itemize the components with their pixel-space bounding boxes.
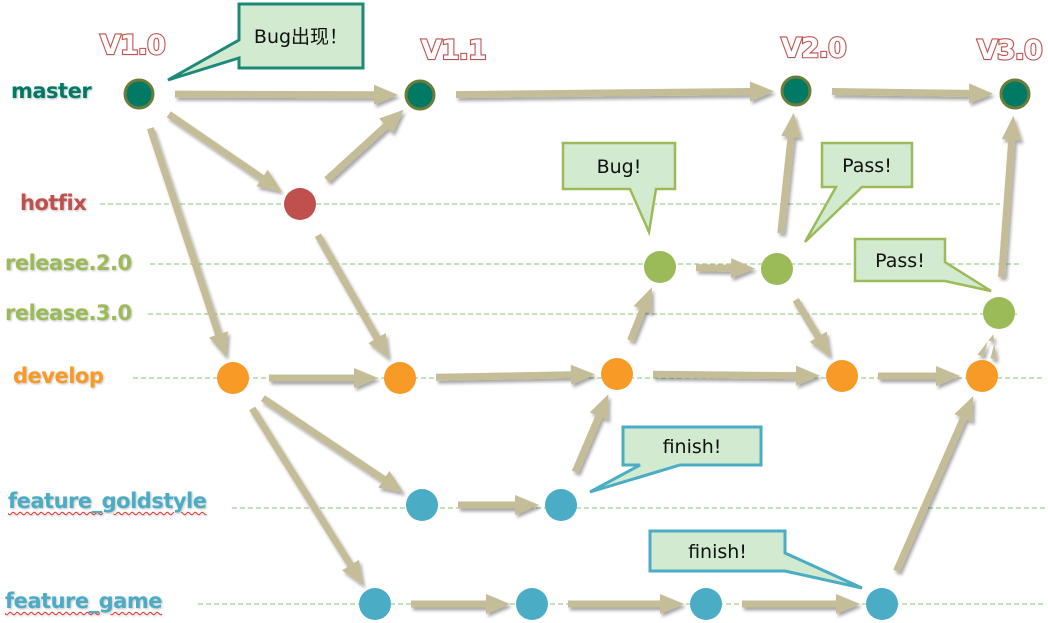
edge-arrow-f1-f2 [411,594,510,614]
edge-arrow-h1-m2 [324,109,404,183]
branch-label-hotfix: hotfix [20,191,87,215]
edge-arrow-m3-m4 [831,83,993,104]
edge-arrow-d1-g1 [260,395,404,493]
edge-arrow-r2b-m3 [777,112,802,234]
commit-node-f4 [866,588,898,620]
callout-bubble [803,141,914,243]
edge-arrow-r3a-m4 [998,115,1022,278]
commit-node-r2a [644,251,676,283]
commit-node-h1 [284,188,316,220]
edge-arrow-r2a-r2b [695,258,755,279]
edge-arrow-h1-d2 [314,233,389,359]
edge-arrow-m1-d1 [147,127,228,358]
edge-arrow-d3-r2a [627,287,653,342]
callout-text: Bug出现！ [254,26,348,48]
callout-bubble [648,529,863,590]
callout-text: finish! [688,541,747,563]
callout-bubble [167,2,365,82]
branch-label-feature-goldstyle: feature_goldstyle [8,489,207,513]
callout-bubble [589,425,763,494]
edge-arrow-d3-d4 [653,365,820,386]
commit-node-d2 [384,362,416,394]
edge-arrow-g2-d3 [571,394,609,474]
branch-label-master: master [11,79,92,103]
callout-pass-2: Pass! [803,141,914,243]
commit-node-g1 [406,489,438,521]
edge-arrow-m1-m2 [175,84,398,105]
callout-finish-goldstyle: finish! [589,425,763,494]
callout-pass-3: Pass! [853,237,992,293]
branch-label-feature-game: feature_game [5,589,162,613]
edge-arrow-d4-d5 [878,366,960,386]
callout-text: Pass! [875,250,925,272]
callout-bug-appear: Bug出现！ [167,2,365,82]
callout-bubble [561,141,677,237]
version-label-v2-0: V2.0 [780,32,848,65]
edge-arrow-f4-d5 [893,396,974,573]
callout-finish-game: finish! [648,529,863,590]
edge-arrow-m1-h1 [166,111,282,192]
edge-arrow-d1-f1 [249,406,364,586]
commit-node-m3 [780,75,812,107]
version-label-v1-0: V1.0 [99,29,167,62]
commit-node-m2 [404,79,436,111]
commit-node-f2 [516,588,548,620]
version-label-v1-1: V1.1 [420,34,488,67]
callout-text: finish! [663,436,722,458]
commit-node-r2b [761,253,793,285]
commit-node-g2 [545,489,577,521]
branch-label-release-2: release.2.0 [5,251,132,275]
commit-node-m4 [999,78,1031,110]
commit-node-d3 [601,358,633,390]
commit-node-f1 [359,588,391,620]
commit-node-f3 [690,588,722,620]
commit-node-d5 [966,360,998,392]
callout-text: Pass! [842,155,892,177]
commit-node-d1 [217,362,249,394]
edge-arrow-r2b-d4 [792,298,831,358]
commit-node-r3a [983,297,1015,329]
callout-text: Bug! [597,156,642,178]
edge-arrow-f2-f3 [568,594,684,614]
edge-arrow-d1-d2 [269,368,378,388]
edge-arrow-d2-d3 [435,364,595,385]
commit-node-d4 [826,360,858,392]
callout-bubble [853,237,992,293]
edge-arrow-g1-g2 [458,495,539,515]
edge-arrow-f3-f4 [742,594,860,614]
edge-arrow-d5-r3a [977,334,997,360]
commit-edges [147,81,1022,614]
callouts: Bug出现！ Bug! Pass! Pass! finish! finish! [167,2,992,590]
version-label-v3-0: V3.0 [976,34,1044,67]
commit-nodes [123,75,1031,620]
callout-bug: Bug! [561,141,677,237]
branch-label-develop: develop [13,364,104,388]
commit-node-m1 [123,78,155,110]
branch-label-release-3: release.3.0 [5,301,132,325]
edge-arrow-m2-m3 [456,81,774,102]
